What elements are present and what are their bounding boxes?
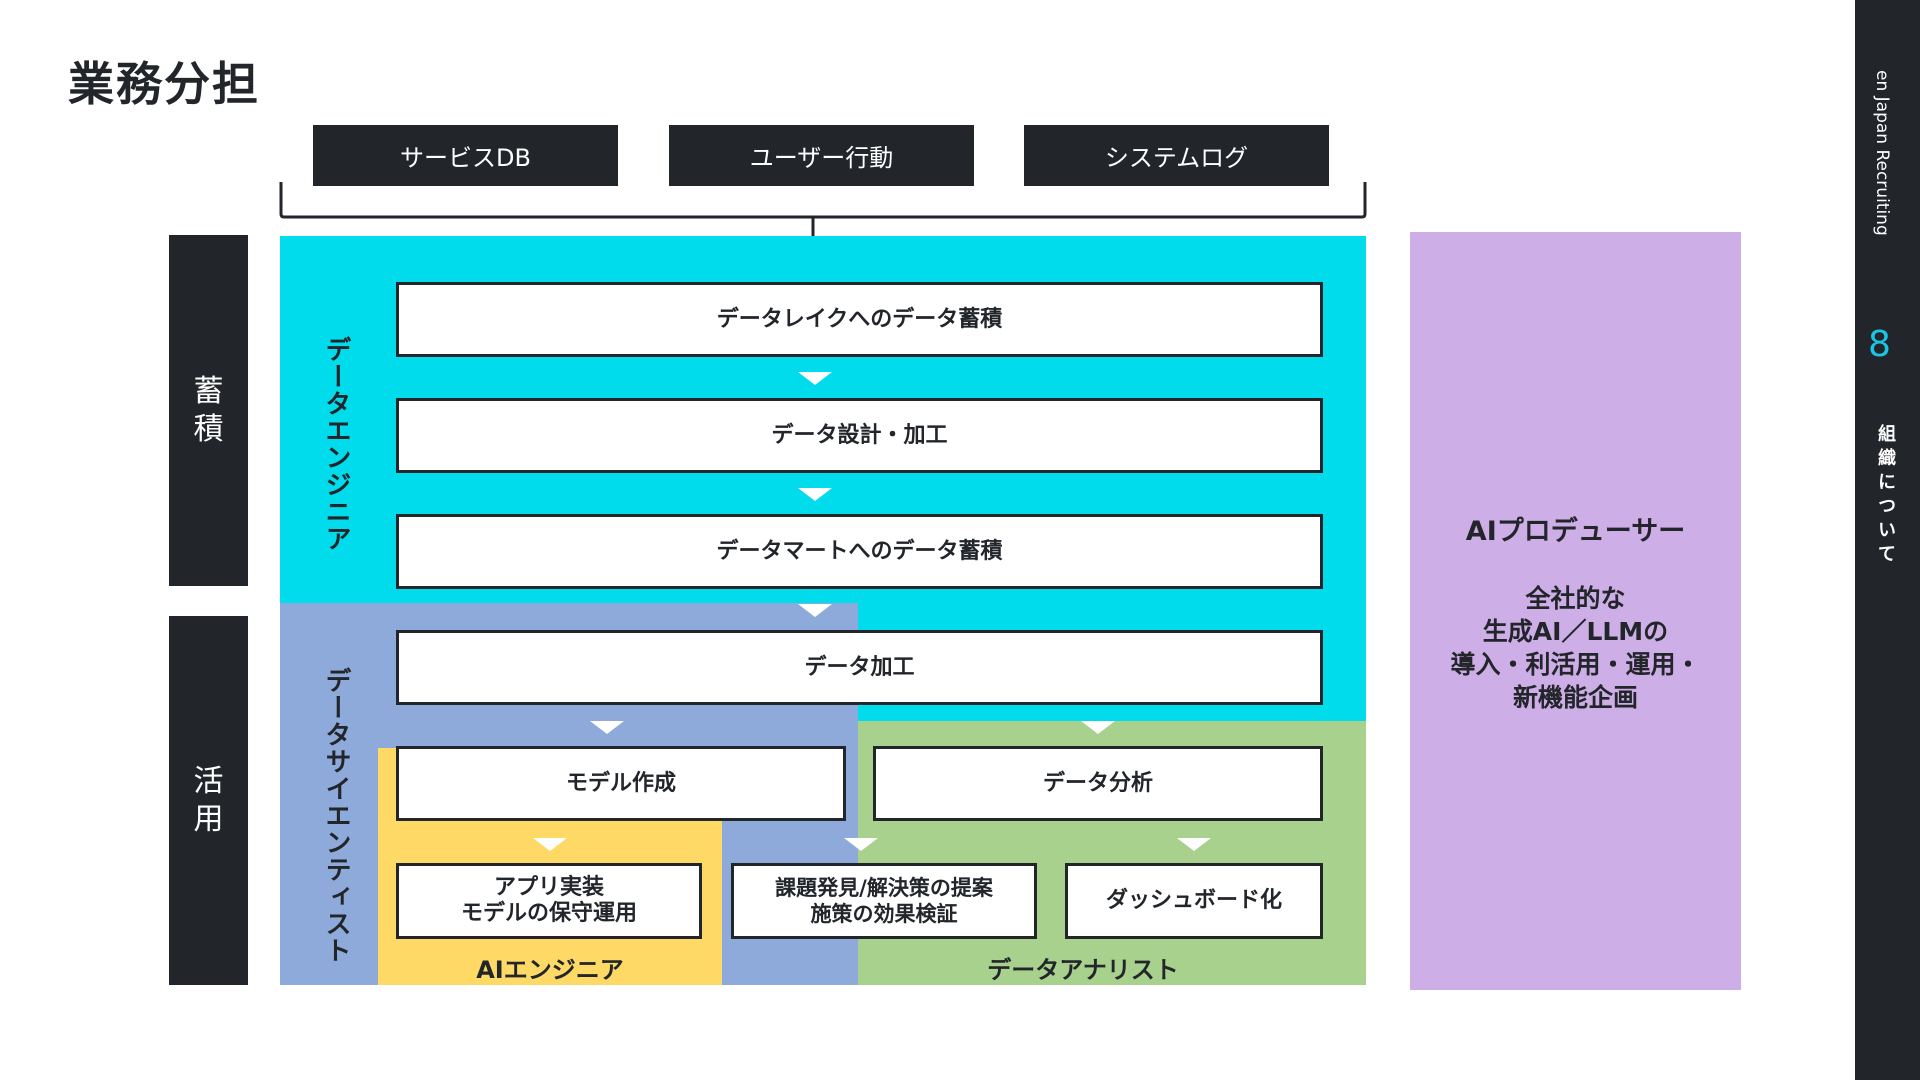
ai-producer-title: AIプロデューサー <box>1465 515 1686 547</box>
source-system-log: システムログ <box>1024 125 1329 186</box>
step-processing: データ加工 <box>396 630 1323 705</box>
brand-label: en Japan Recruiting <box>1872 70 1892 236</box>
flow-arrow-icon <box>1177 838 1211 851</box>
source-user-behavior: ユーザー行動 <box>669 125 974 186</box>
step-issue: 課題発見/解決策の提案 施策の効果検証 <box>731 863 1037 939</box>
flow-arrow-icon <box>590 721 624 734</box>
step-app: アプリ実装 モデルの保守運用 <box>396 863 702 939</box>
step-datamart: データマートへのデータ蓄積 <box>396 514 1323 589</box>
flow-arrow-icon <box>798 488 832 501</box>
flow-arrow-icon <box>1081 721 1115 734</box>
side-utilize: 活 用 <box>169 616 248 985</box>
step-dashboard: ダッシュボード化 <box>1065 863 1323 939</box>
sources-brace <box>279 182 1367 262</box>
flow-arrow-icon <box>533 838 567 851</box>
step-datalake: データレイクへのデータ蓄積 <box>396 282 1323 357</box>
side-accumulate: 蓄 積 <box>169 235 248 586</box>
role-label-data-analyst: データアナリスト <box>987 956 1179 984</box>
page-number: 8 <box>1868 324 1891 365</box>
page-title: 業務分担 <box>68 57 260 111</box>
ai-producer-description: 全社的な 生成AI／LLMの 導入・利活用・運用・ 新機能企画 <box>1450 583 1701 712</box>
step-model: モデル作成 <box>396 746 846 821</box>
step-analysis: データ分析 <box>873 746 1323 821</box>
step-design: データ設計・加工 <box>396 398 1323 473</box>
role-label-data-engineer: データエンジニア <box>321 336 351 552</box>
source-service-db: サービスDB <box>313 125 618 186</box>
flow-arrow-icon <box>798 604 832 617</box>
right-sidebar <box>1855 0 1920 1080</box>
flow-arrow-icon <box>844 838 878 851</box>
section-label: 組織について <box>1875 424 1896 568</box>
flow-arrow-icon <box>798 372 832 385</box>
role-label-data-scientist: データサイエンティスト <box>321 667 351 964</box>
ai-producer-panel: AIプロデューサー 全社的な 生成AI／LLMの 導入・利活用・運用・ 新機能企… <box>1410 232 1741 990</box>
role-label-ai-engineer: AIエンジニア <box>476 956 624 984</box>
